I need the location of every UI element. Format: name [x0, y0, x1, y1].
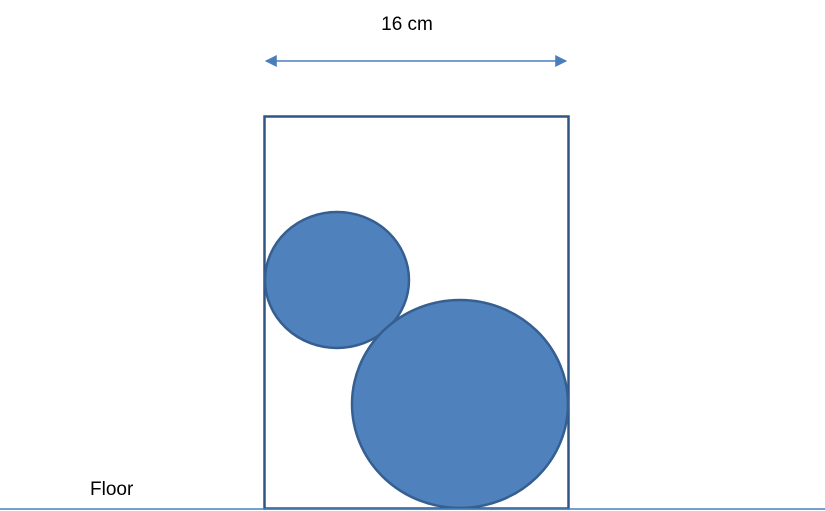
large-ball — [350, 298, 570, 510]
width-label: 16 cm — [381, 14, 433, 35]
small-ball — [263, 210, 411, 350]
floor-label: Floor — [90, 479, 134, 500]
